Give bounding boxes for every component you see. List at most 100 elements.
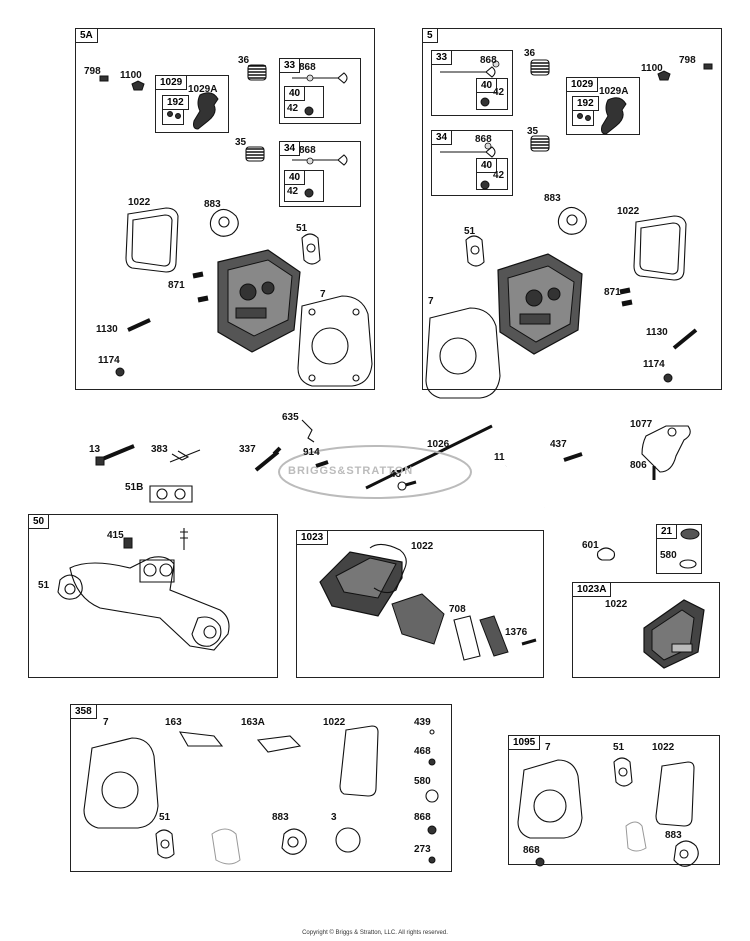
part-number-label: 601	[582, 540, 599, 551]
panel-5a-art	[99, 64, 373, 387]
screw-798	[99, 75, 109, 82]
box-tag: 50	[28, 514, 50, 529]
box-tag: 1023	[296, 530, 329, 545]
part-number-label: 1022	[411, 541, 434, 552]
part-number-label: 42	[493, 170, 505, 181]
screw-914	[315, 460, 329, 468]
part-number-label: 439	[414, 717, 431, 728]
subbox-5-34-40: 40	[476, 158, 508, 190]
part-number-label: 1022	[605, 599, 628, 610]
box-tag: 1029	[155, 75, 188, 90]
panel-50: 50	[28, 514, 278, 678]
box-tag: 192	[162, 95, 189, 110]
part-number-label: 7	[428, 296, 434, 307]
bracket-1077	[641, 425, 691, 473]
panel-1023-art	[319, 543, 537, 661]
box-tag: 40	[476, 158, 498, 173]
part-number-label: 806	[630, 460, 647, 471]
part-number-label: 914	[303, 447, 320, 458]
subbox-5-33: 33	[431, 50, 513, 116]
part-number-label: 36	[524, 48, 536, 59]
screw-437	[563, 452, 583, 462]
part-number-label: 51	[464, 226, 476, 237]
valve-34	[292, 154, 348, 166]
part-number-label: 42	[287, 103, 299, 114]
part-number-label: 7	[103, 717, 109, 728]
rocker-nut-1100	[131, 80, 145, 91]
panel-1095: 1095	[508, 735, 720, 865]
nut-1174	[115, 367, 125, 377]
part-number-label: 1029A	[599, 86, 629, 97]
part-number-label: 868	[523, 845, 540, 856]
box-tag: 34	[431, 130, 453, 145]
subbox-5-1029: 1029	[566, 77, 640, 135]
part-number-label: 868	[299, 145, 316, 156]
subbox-5-33-40: 40	[476, 78, 508, 110]
bolt-13	[99, 444, 135, 462]
panel-5-art	[425, 59, 713, 399]
part-number-label: 51	[38, 580, 50, 591]
cylinder-head-gasket-7	[297, 295, 373, 387]
part-number-label: 163A	[241, 717, 265, 728]
part-number-label: 871	[168, 280, 185, 291]
box-tag: 1095	[508, 735, 541, 750]
spark-plug-337	[254, 446, 282, 472]
box-tag: 5	[422, 28, 438, 43]
valve-33	[292, 72, 348, 84]
part-number-label: 1174	[98, 355, 120, 366]
part-number-label: 798	[679, 55, 696, 66]
part-number-label: 1022	[617, 206, 640, 217]
panel-5a: 5A	[75, 28, 375, 390]
part-number-label: 45	[390, 469, 402, 480]
screw-1376	[521, 638, 537, 646]
spring-35	[246, 148, 264, 159]
part-number-label: 415	[107, 530, 124, 541]
part-number-label: 11	[494, 452, 505, 463]
box-tag: 192	[572, 96, 599, 111]
nipple	[180, 528, 188, 550]
part-number-label: 42	[287, 186, 299, 197]
gasket-51	[301, 233, 321, 265]
panel-5: 5	[422, 28, 722, 390]
watermark-oval	[278, 445, 472, 499]
subbox-5a-1029: 1029	[155, 75, 229, 133]
box-tag: 1029	[566, 77, 599, 92]
box-tag: 40	[284, 170, 306, 185]
gasket-1022	[125, 207, 179, 273]
part-number-label: 868	[414, 812, 431, 823]
panel-1023a-art	[643, 599, 705, 669]
part-number-label: 51B	[125, 482, 144, 493]
box-tag: 1023A	[572, 582, 612, 597]
part-number-label: 3	[331, 812, 337, 823]
panel-21-art	[596, 528, 700, 569]
panel-1023a: 1023A	[572, 582, 720, 678]
panel-358-art	[83, 725, 439, 865]
seal-3	[335, 827, 361, 853]
panel-1095-art	[517, 757, 699, 867]
part-number-label: 883	[204, 199, 221, 210]
panel-358: 358	[70, 704, 452, 872]
push-rod-1026	[365, 424, 493, 490]
box-tag: 40	[284, 86, 306, 101]
part-number-label: 1077	[630, 419, 653, 430]
part-number-label: 35	[527, 126, 539, 137]
copyright-notice: Copyright © Briggs & Stratton, LLC. All …	[302, 930, 448, 936]
part-number-label: 36	[238, 55, 250, 66]
part-number-label: 635	[282, 412, 299, 423]
part-number-label: 51	[613, 742, 625, 753]
part-number-label: 7	[545, 742, 551, 753]
gasket-708	[453, 615, 481, 661]
part-number-label: 273	[414, 844, 431, 855]
part-number-label: 383	[151, 444, 168, 455]
part-number-label: 1130	[96, 324, 118, 335]
part-number-label: 7	[320, 289, 326, 300]
box-tag: 5A	[75, 28, 98, 43]
part-number-label: 883	[272, 812, 289, 823]
box-tag: 33	[431, 50, 453, 65]
part-number-label: 1100	[120, 70, 142, 81]
box-tag: 33	[279, 58, 301, 73]
part-number-label: 163	[165, 717, 182, 728]
loose-parts	[95, 419, 691, 509]
box-tag: 358	[70, 704, 97, 719]
